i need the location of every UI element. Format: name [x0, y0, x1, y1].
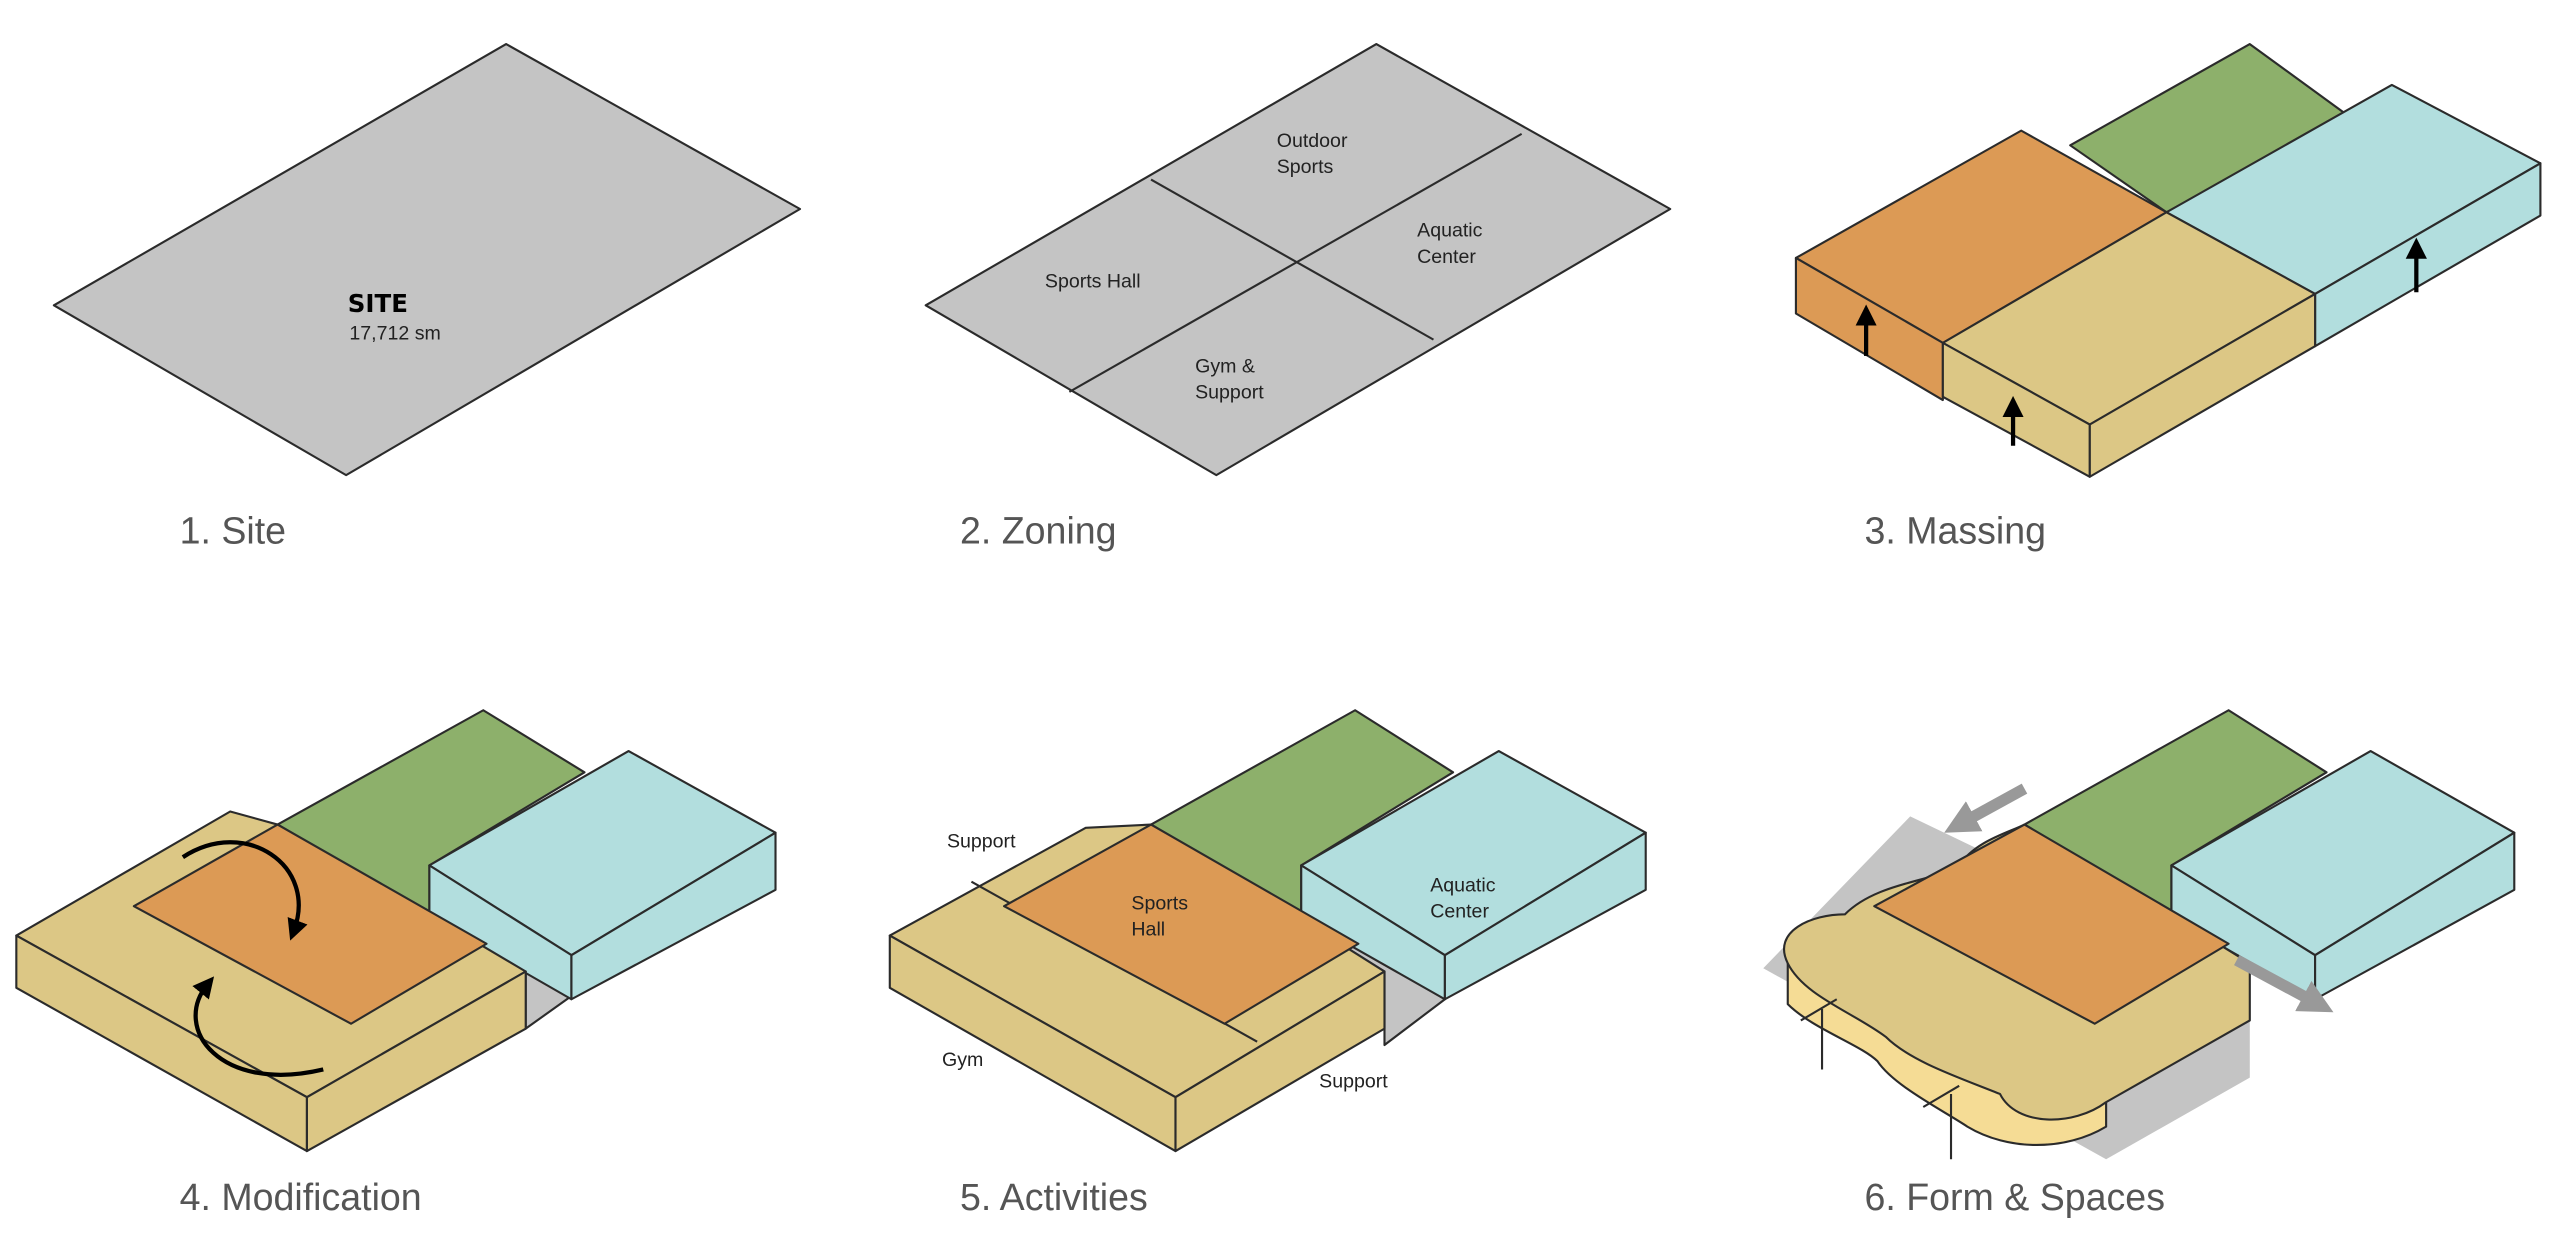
zone-divider [1150, 178, 1434, 341]
rotate-arrow-icon [181, 840, 308, 941]
gym-block-side [2088, 292, 2317, 478]
expand-arrow-icon [1944, 783, 2028, 833]
sports-hall-block-side [1794, 256, 1944, 402]
site-area: 17,712 sm [349, 323, 440, 345]
support-label: Support [947, 830, 1016, 852]
aquatic-center-label: Center [1430, 901, 1489, 923]
gym-base-side [1174, 970, 1386, 1153]
caption-massing: 3. Massing [1864, 510, 2046, 552]
zone-gym-label: Gym & [1195, 355, 1255, 377]
panel-massing: 3. Massing [1794, 43, 2542, 552]
caption-zoning: 2. Zoning [960, 510, 1117, 552]
sports-hall-label: Hall [1131, 919, 1165, 941]
zone-gym-label: Support [1195, 381, 1264, 403]
zone-outdoor-label: Outdoor [1277, 130, 1348, 152]
zone-aquatic-label: Center [1417, 246, 1476, 268]
aquatic-block-side [570, 831, 777, 1001]
gym-base-side [305, 970, 527, 1153]
site-plane [52, 43, 802, 477]
panel-zoning: Outdoor Sports Aquatic Center Sports Hal… [924, 43, 1672, 552]
caption-form-spaces: 6. Form & Spaces [1864, 1176, 2164, 1218]
zone-divider [1068, 132, 1523, 393]
aquatic-center-label: Aquatic [1430, 874, 1496, 896]
site-title: SITE [348, 289, 408, 318]
panel-modification: 4. Modification [15, 709, 777, 1218]
sports-hall-label: Sports [1131, 892, 1188, 914]
rotate-arrow-icon [192, 976, 324, 1077]
support-label: Support [1319, 1070, 1388, 1092]
caption-site: 1. Site [180, 510, 286, 552]
aquatic-block-side [1443, 831, 1647, 1001]
zoning-plane [924, 43, 1672, 477]
sports-hall-rotated [132, 823, 488, 1025]
sports-hall-block [1003, 823, 1360, 1025]
expand-arrow-icon [2234, 955, 2334, 1013]
zone-aquatic-label: Aquatic [1417, 220, 1483, 242]
zone-outdoor-label: Sports [1277, 156, 1334, 178]
panel-activities: Support Sports Hall Aquatic Center Gym S… [888, 709, 1647, 1218]
caption-modification: 4. Modification [180, 1176, 422, 1218]
panel-form-spaces: 6. Form & Spaces [1763, 709, 2516, 1218]
dimension-arrow-icon [1800, 998, 1960, 1160]
sports-hall-block [1873, 823, 2230, 1025]
gym-label: Gym [942, 1049, 983, 1071]
zone-sports-hall-label: Sports Hall [1045, 270, 1141, 292]
panel-site: SITE 17,712 sm 1. Site [52, 43, 802, 552]
caption-activities: 5. Activities [960, 1176, 1148, 1218]
